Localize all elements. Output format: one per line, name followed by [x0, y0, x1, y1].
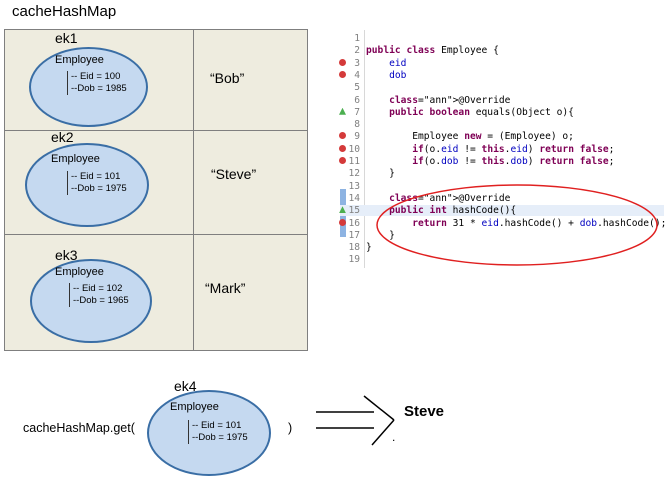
- code-text: public boolean equals(Object o){: [389, 106, 574, 118]
- code-text: if(o.eid != this.eid) return false;: [412, 143, 615, 155]
- line-number: 15: [348, 205, 360, 217]
- line-number: 7: [354, 106, 360, 118]
- employee-fields: -- Eid = 100--Dob = 1985: [67, 71, 127, 95]
- line-number: 1: [354, 33, 360, 44]
- line-number: 5: [354, 82, 360, 94]
- row-divider: [5, 234, 307, 235]
- value-mark: “Mark”: [205, 280, 246, 296]
- result-value: Steve: [404, 403, 445, 420]
- line-number: 2: [354, 45, 360, 57]
- key-label-ek3: ek3: [55, 247, 78, 263]
- code-text: dob: [389, 69, 407, 81]
- code-line: 13: [340, 181, 664, 192]
- code-text: eid: [389, 57, 407, 69]
- code-line: 6 class="ann">@Override: [340, 95, 664, 106]
- hashmap-table: ek1 Employee -- Eid = 100--Dob = 1985 “B…: [4, 29, 308, 351]
- key-label-ek1: ek1: [55, 30, 78, 46]
- code-line: 14 class="ann">@Override: [340, 193, 664, 204]
- code-text: class="ann">@Override: [389, 192, 511, 204]
- line-number: 14: [348, 192, 360, 204]
- dob-field: --Dob = 1975: [71, 183, 127, 194]
- error-marker-icon: [339, 157, 346, 164]
- value-bob: “Bob”: [210, 70, 245, 86]
- column-divider: [193, 30, 194, 350]
- error-marker-icon: [339, 144, 346, 152]
- key-label-ek2: ek2: [51, 129, 74, 145]
- employee-fields: -- Eid = 101--Dob = 1975: [188, 420, 248, 444]
- employee-class-label: Employee: [55, 54, 104, 66]
- get-call-suffix: ): [288, 421, 293, 435]
- employee-ellipse: [30, 259, 152, 343]
- code-line: 3 eid: [339, 57, 664, 69]
- line-number: 17: [348, 229, 360, 241]
- code-line: 17 }: [340, 230, 664, 241]
- code-line: 1: [340, 33, 664, 44]
- employee-class-label: Employee: [170, 401, 219, 413]
- code-text: Employee new = (Employee) o;: [366, 131, 574, 143]
- dob-field: --Dob = 1985: [71, 83, 127, 94]
- key-label-ek4: ek4: [174, 378, 197, 394]
- dob-field: --Dob = 1965: [73, 295, 129, 306]
- code-line: 15 public int hashCode(){: [339, 205, 664, 217]
- get-call-prefix: cacheHashMap.get(: [23, 421, 135, 435]
- row-divider: [5, 130, 307, 131]
- line-number: 4: [354, 69, 360, 81]
- line-number: 16: [348, 217, 360, 229]
- line-number: 3: [354, 57, 360, 69]
- code-text: public class Employee {: [366, 45, 499, 57]
- code-text: class="ann">@Override: [389, 94, 511, 106]
- code-text: public int hashCode(){: [389, 205, 517, 217]
- line-number: 12: [348, 168, 360, 180]
- code-line: 18}: [340, 242, 664, 253]
- error-marker-icon: [339, 58, 346, 66]
- line-number: 9: [354, 131, 360, 143]
- line-number: 13: [348, 180, 360, 192]
- override-marker-icon: [339, 206, 346, 214]
- line-number: 10: [348, 143, 360, 155]
- code-line: 16 return 31 * eid.hashCode() + dob.hash…: [339, 217, 665, 229]
- highlight-circle: [376, 184, 658, 266]
- line-number: 11: [348, 156, 360, 167]
- dob-field: --Dob = 1975: [192, 432, 248, 443]
- eid-field: -- Eid = 101: [192, 420, 242, 431]
- code-line: 7 public boolean equals(Object o){: [339, 106, 664, 118]
- employee-class-label: Employee: [51, 153, 100, 165]
- eid-field: -- Eid = 102: [73, 283, 123, 294]
- code-text: }: [366, 242, 372, 254]
- code-text: }: [366, 168, 395, 180]
- employee-ellipse: [147, 390, 271, 476]
- employee-ellipse: [29, 47, 148, 127]
- employee-fields: -- Eid = 102--Dob = 1965: [69, 283, 129, 307]
- code-line: 5: [340, 82, 664, 93]
- employee-fields: -- Eid = 101--Dob = 1975: [67, 171, 127, 195]
- diagram-title: cacheHashMap: [12, 3, 117, 20]
- code-line: 12 }: [340, 168, 664, 179]
- code-text: }: [366, 229, 395, 241]
- employee-class-label: Employee: [55, 266, 104, 278]
- override-marker-icon: [339, 107, 346, 115]
- code-line: 8: [340, 119, 664, 130]
- code-line: 11 if(o.dob != this.dob) return false;: [339, 156, 664, 167]
- line-number: 6: [354, 94, 360, 106]
- value-steve: “Steve”: [211, 166, 257, 182]
- eid-field: -- Eid = 101: [71, 171, 121, 182]
- code-text: if(o.dob != this.dob) return false;: [412, 156, 615, 167]
- code-line: 10 if(o.eid != this.eid) return false;: [339, 143, 664, 155]
- code-line: 4 dob: [339, 69, 664, 81]
- eid-field: -- Eid = 100: [71, 71, 121, 82]
- result-arrow: [316, 395, 395, 446]
- code-line: 2 public class Employee {: [340, 45, 664, 56]
- error-marker-icon: [339, 218, 346, 226]
- result-dot: .: [392, 430, 396, 444]
- error-marker-icon: [339, 132, 346, 140]
- code-line: 9 Employee new = (Employee) o;: [339, 131, 664, 143]
- code-line: 19: [340, 254, 664, 265]
- line-number: 18: [348, 242, 360, 254]
- code-text: return 31 * eid.hashCode() + dob.hashCod…: [412, 217, 665, 229]
- line-number: 8: [354, 119, 360, 131]
- line-number: 19: [348, 254, 360, 266]
- error-marker-icon: [339, 70, 346, 78]
- employee-ellipse: [25, 143, 149, 227]
